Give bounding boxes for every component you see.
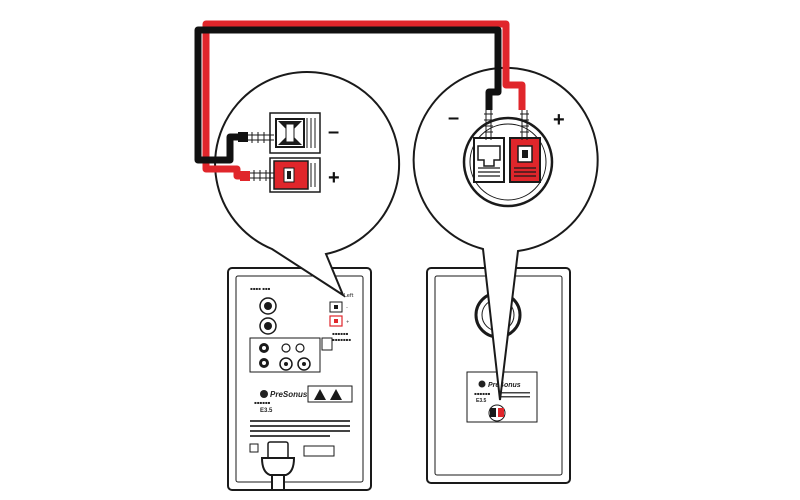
left-compliance-text — [250, 420, 350, 437]
knob-caption: ▪▪▪▪ ▪▪▪ — [250, 286, 271, 291]
negative-terminal-closeup — [269, 112, 321, 154]
right-positive-terminal — [509, 137, 541, 183]
positive-wire-red — [202, 20, 526, 180]
right-model: E3.5 — [476, 398, 487, 404]
left-speaker-logo: PreSonus ▪▪▪▪▪▪ E3.5 — [254, 390, 308, 414]
right-speaker-logo: PreSonus ▪▪▪▪▪▪ E3.5 — [474, 380, 530, 404]
right-negative-terminal — [473, 137, 505, 183]
left-speaker-rear: ▪▪▪▪ ▪▪▪ Left – + — [227, 267, 372, 491]
svg-text:▪▪▪▪▪▪▪: ▪▪▪▪▪▪▪ — [332, 337, 351, 342]
left-panel-caption: ▪▪▪▪▪▪ — [332, 331, 349, 336]
left-terminal-callout: – + — [214, 70, 401, 298]
trs-jack-icon — [259, 343, 269, 368]
right-terminal-callout: – + — [412, 66, 599, 401]
left-panel-terminal-positive: + — [346, 319, 349, 324]
left-speaker-cabinet — [227, 267, 372, 491]
svg-text:▪▪▪▪▪▪: ▪▪▪▪▪▪ — [474, 391, 491, 396]
power-switch — [249, 443, 259, 453]
left-bare-wire-strands — [248, 132, 274, 181]
speaker-cable — [194, 20, 526, 181]
left-panel-terminals — [329, 301, 343, 327]
right-bare-wire-strands — [484, 110, 529, 140]
left-speaker-inner-panel — [235, 275, 364, 483]
left-model: E3.5 — [260, 408, 273, 414]
right-callout-negative-sign: – — [448, 107, 459, 129]
right-callout-positive-sign: + — [553, 109, 565, 131]
left-brand: PreSonus — [270, 390, 308, 399]
power-plug-icon — [260, 457, 296, 491]
left-panel-terminal-negative: – — [346, 305, 348, 310]
warning-triangle-icon — [307, 385, 353, 403]
speaker-terminal-icon — [488, 404, 506, 422]
left-panel-label: Left — [344, 293, 353, 299]
right-brand: PreSonus — [488, 382, 521, 389]
left-callout-negative-sign: – — [328, 121, 339, 143]
rca-jack-icon — [279, 343, 311, 371]
svg-text:▪▪▪▪▪▪: ▪▪▪▪▪▪ — [254, 400, 271, 405]
negative-wire-black — [194, 26, 502, 164]
left-callout-positive-sign: + — [328, 167, 340, 189]
positive-terminal-closeup — [269, 157, 321, 193]
